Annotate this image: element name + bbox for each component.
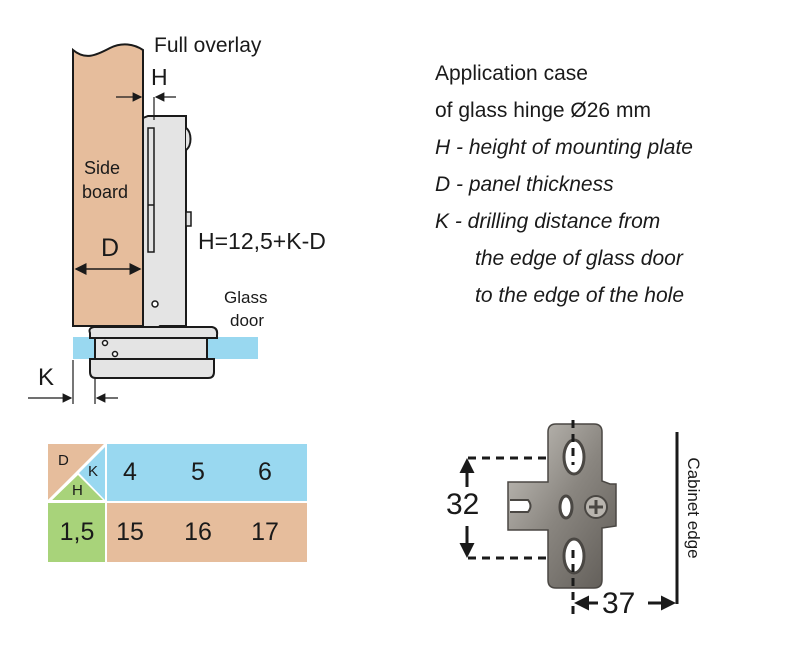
d-cell: [48, 503, 105, 562]
formula-label: H=12,5+K-D: [198, 228, 326, 254]
hinge-cup-cap: [89, 358, 215, 379]
k-value: 4: [123, 458, 137, 486]
glass-label-1: Glass: [224, 288, 268, 307]
side-board-label-2: board: [82, 182, 129, 202]
dimension-37-label: 37: [602, 587, 636, 620]
description-line: the edge of glass door: [475, 247, 683, 270]
h-value: 15: [116, 518, 144, 546]
side-board-label-1: Side: [84, 158, 121, 178]
h-value: 16: [184, 518, 212, 546]
table-corner-k: [78, 446, 105, 500]
description-line: to the edge of the hole: [475, 284, 685, 307]
description-line: H - height of mounting plate: [435, 136, 693, 159]
dimension-k-label: K: [38, 364, 55, 391]
table-corner-k-label: K: [88, 463, 99, 480]
table-corner-d-label: D: [58, 452, 69, 469]
dimension-d-label: D: [101, 234, 120, 262]
d-value: 1,5: [59, 518, 95, 546]
h-row: [107, 503, 307, 562]
k-h-table: [46, 442, 307, 562]
mounting-plate-image: [507, 423, 617, 589]
description-line: Application case: [435, 62, 588, 85]
hinge-plate-strip: [147, 127, 155, 253]
glass-label-2: door: [230, 311, 265, 330]
description-line: D - panel thickness: [435, 173, 614, 196]
k-value: 6: [258, 458, 272, 486]
k-row: [107, 444, 307, 501]
description: Application case of glass hinge Ø26 mm H…: [435, 55, 693, 314]
table-corner-h-label: H: [72, 482, 83, 499]
hinge-cup-flange: [88, 326, 219, 339]
k-value: 5: [191, 458, 205, 486]
table-corner-h: [52, 475, 103, 500]
description-line: of glass hinge Ø26 mm: [435, 99, 651, 122]
cabinet-edge-label: Cabinet edge: [684, 457, 703, 559]
dimension-32-label: 32: [446, 488, 480, 521]
side-board: [72, 43, 144, 327]
h-value: 17: [251, 518, 279, 546]
dimension-h-label: H: [151, 64, 168, 90]
description-line: K - drilling distance from: [435, 210, 661, 233]
full-overlay-title: Full overlay: [154, 34, 262, 57]
